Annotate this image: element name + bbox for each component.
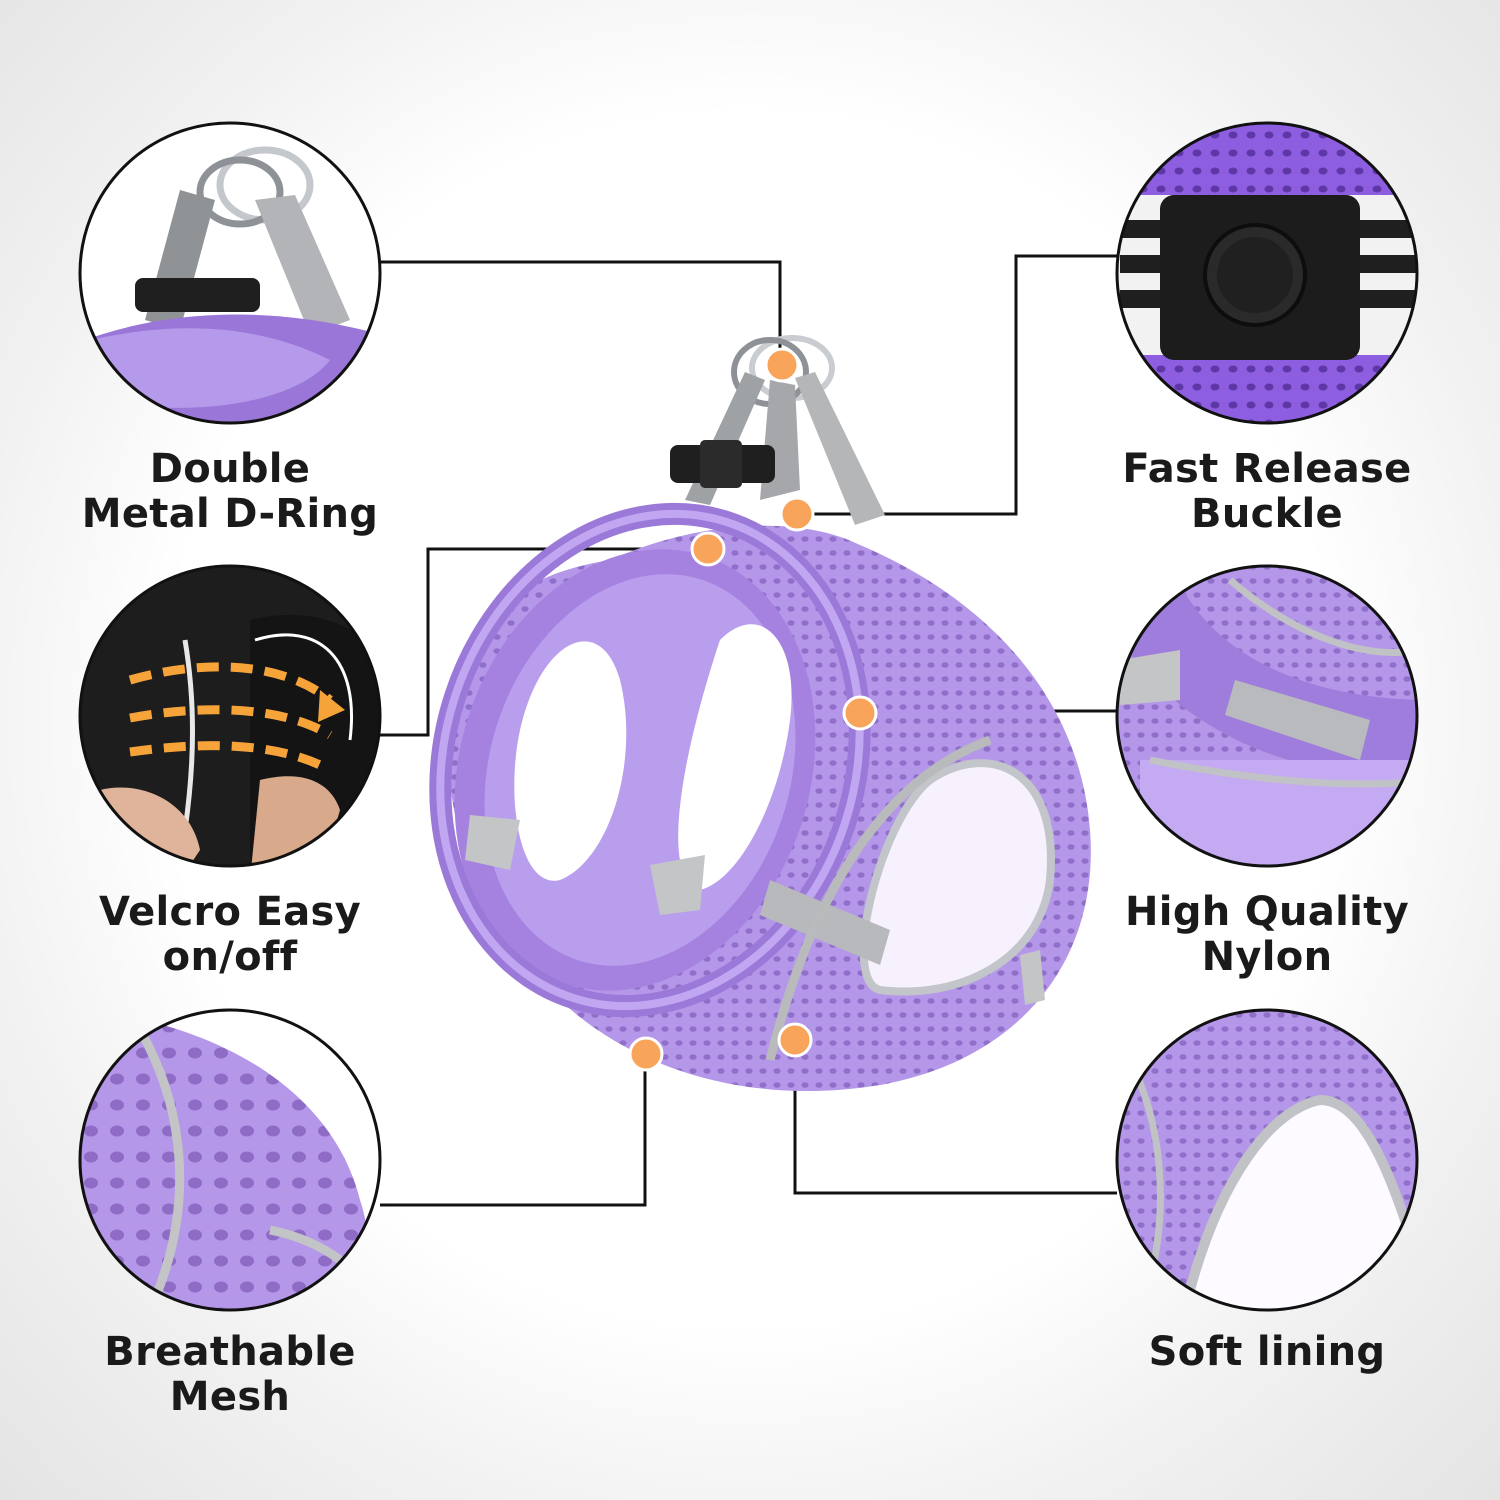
- velcro-icon: [80, 566, 380, 866]
- hotspot-markers: [628, 347, 878, 1072]
- marker-mesh[interactable]: [628, 1036, 664, 1072]
- connector-mesh: [380, 1054, 647, 1207]
- marker-buckle[interactable]: [779, 496, 815, 532]
- harness-product-image: [429, 335, 1091, 1092]
- mesh-detail: [78, 1008, 382, 1312]
- label-nylon: High Quality Nylon: [1057, 890, 1477, 980]
- label-nylon-line2: Nylon: [1201, 934, 1333, 980]
- connector-d-ring: [380, 260, 782, 365]
- label-velcro-line2: on/off: [162, 934, 298, 980]
- gray-strap-right: [795, 372, 885, 525]
- marker-nylon[interactable]: [842, 695, 878, 731]
- marker-d-ring[interactable]: [764, 347, 800, 383]
- label-velcro: Velcro Easy on/off: [20, 890, 440, 980]
- connector-buckle: [798, 254, 1117, 516]
- marker-lining[interactable]: [777, 1022, 813, 1058]
- label-lining: Soft lining: [1057, 1330, 1477, 1375]
- leg-opening-right: [859, 759, 1055, 996]
- label-mesh: Breathable Mesh: [20, 1330, 440, 1420]
- label-mesh-line2: Mesh: [169, 1374, 291, 1420]
- label-buckle: Fast Release Buckle: [1057, 447, 1477, 537]
- marker-velcro[interactable]: [690, 531, 726, 567]
- label-buckle-line2: Buckle: [1191, 491, 1343, 537]
- nylon-detail: [1115, 564, 1419, 868]
- velcro-detail: [78, 564, 382, 868]
- label-d-ring-line2: Metal D-Ring: [81, 491, 379, 537]
- label-nylon-line1: High Quality: [1125, 889, 1409, 935]
- lining-detail: [1115, 1008, 1419, 1312]
- connector-lining: [793, 1040, 1117, 1195]
- nylon-icon: [1117, 566, 1417, 866]
- buckle-icon: [1117, 123, 1417, 423]
- label-mesh-line1: Breathable: [104, 1329, 356, 1375]
- leg-opening-left: [514, 641, 627, 881]
- label-buckle-line1: Fast Release: [1122, 446, 1412, 492]
- d-ring-detail: [78, 121, 382, 425]
- label-d-ring: Double Metal D-Ring: [20, 447, 440, 537]
- label-velcro-line1: Velcro Easy: [99, 889, 361, 935]
- buckle-detail: [1115, 121, 1419, 425]
- label-d-ring-line1: Double: [149, 446, 311, 492]
- label-lining-line1: Soft lining: [1148, 1329, 1386, 1375]
- lining-icon: [1117, 1010, 1417, 1310]
